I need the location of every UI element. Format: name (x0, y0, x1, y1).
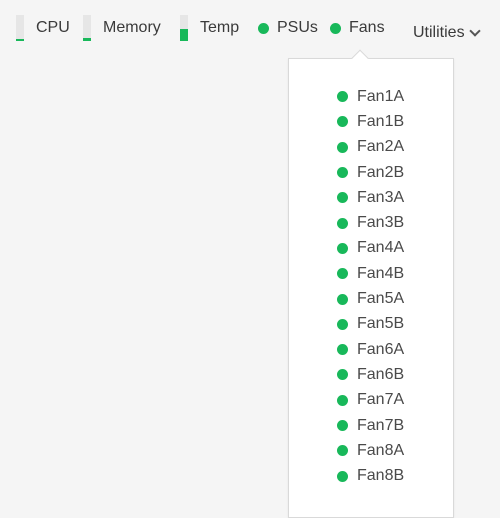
fan-item[interactable]: Fan4B (337, 261, 404, 286)
fan-status-dot-icon (337, 369, 348, 381)
fan-label: Fan3A (357, 188, 405, 206)
fan-status-dot-icon (337, 394, 348, 406)
fan-status-dot-icon (337, 268, 348, 280)
fan-item[interactable]: Fan5B (337, 312, 404, 337)
temp-status[interactable]: Temp (180, 14, 239, 42)
fan-label: Fan2A (357, 138, 405, 156)
fan-item[interactable]: Fan2A (337, 135, 404, 160)
psus-status[interactable]: PSUs (258, 14, 318, 42)
fan-status-dot-icon (337, 318, 348, 330)
fan-label: Fan4A (357, 239, 405, 257)
fans-status[interactable]: Fans (330, 14, 385, 42)
memory-label: Memory (103, 19, 161, 36)
fan-label: Fan7B (357, 416, 405, 434)
memory-meter (83, 15, 91, 41)
memory-status[interactable]: Memory (83, 14, 161, 42)
fan-label: Fan5A (357, 290, 405, 308)
fan-label: Fan1B (357, 112, 405, 130)
fan-label: Fan3B (357, 214, 405, 232)
fan-status-dot-icon (337, 242, 348, 254)
cpu-meter (16, 15, 24, 41)
fan-item[interactable]: Fan3A (337, 185, 404, 210)
fan-item[interactable]: Fan5A (337, 286, 404, 311)
fan-label: Fan5B (357, 315, 405, 333)
fan-status-dot-icon (337, 293, 348, 305)
fan-label: Fan6A (357, 340, 405, 358)
cpu-meter-fill (16, 38, 24, 41)
fan-status-dot-icon (337, 470, 348, 482)
fans-label: Fans (349, 19, 385, 36)
fan-label: Fan8B (357, 467, 405, 485)
fan-item[interactable]: Fan8B (337, 463, 404, 488)
utilities-menu-button[interactable]: Utilities (413, 21, 481, 45)
fan-status-dot-icon (337, 192, 348, 204)
fan-item[interactable]: Fan6B (337, 362, 404, 387)
fan-status-dot-icon (337, 116, 348, 128)
fan-item[interactable]: Fan7B (337, 413, 404, 438)
fan-item[interactable]: Fan6A (337, 337, 404, 362)
fan-status-dot-icon (337, 445, 348, 457)
temp-meter-fill (180, 29, 188, 41)
fan-item[interactable]: Fan1A (337, 84, 404, 109)
fan-item[interactable]: Fan3B (337, 210, 404, 235)
psus-label: PSUs (277, 19, 318, 36)
fan-status-dot-icon (337, 420, 348, 431)
fan-label: Fan8A (357, 441, 405, 459)
fan-item[interactable]: Fan8A (337, 438, 404, 463)
chevron-down-icon (468, 24, 481, 37)
temp-meter (180, 15, 188, 41)
fans-dropdown (288, 58, 454, 518)
fan-label: Fan6B (357, 365, 405, 383)
fan-item[interactable]: Fan4A (337, 236, 404, 261)
memory-meter-fill (83, 37, 91, 41)
utilities-label: Utilities (413, 24, 465, 41)
fan-item[interactable]: Fan2B (337, 160, 404, 185)
fan-label: Fan7A (357, 391, 405, 409)
fans-status-dot-icon (330, 22, 341, 34)
fan-status-dot-icon (337, 91, 348, 103)
fan-status-dot-icon (337, 167, 348, 179)
status-bar: CPU Memory Temp PSUs Fans Utilities (0, 0, 500, 56)
fan-item[interactable]: Fan7A (337, 388, 404, 413)
fan-status-dot-icon (337, 344, 348, 356)
fan-label: Fan1A (357, 87, 405, 105)
cpu-status[interactable]: CPU (16, 14, 70, 42)
fan-status-dot-icon (337, 217, 348, 229)
fan-item[interactable]: Fan1B (337, 109, 404, 134)
fan-label: Fan4B (357, 264, 405, 282)
temp-label: Temp (200, 19, 240, 36)
cpu-label: CPU (36, 19, 70, 36)
psus-status-dot-icon (258, 22, 269, 34)
fan-status-dot-icon (337, 141, 348, 153)
fans-list: Fan1A Fan1B Fan2A Fan2B Fan3A Fan3B Fan4A Fan4B… (337, 84, 404, 489)
fan-label: Fan2B (357, 163, 405, 181)
